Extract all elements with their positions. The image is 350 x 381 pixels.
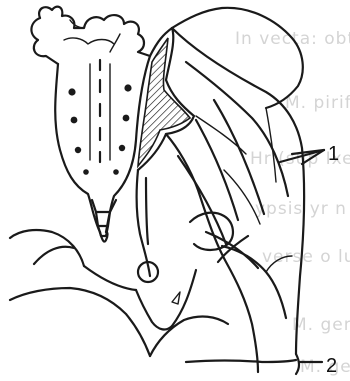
ischium-pubis xyxy=(10,230,228,356)
show-through-line: M. gemellus superior xyxy=(292,315,350,335)
piriformis-muscle xyxy=(137,28,194,276)
show-through-line: M. gemellus inferior the xyxy=(300,357,350,377)
sacrum xyxy=(31,7,150,242)
show-through-line: verse o lum egh xyxy=(262,247,350,267)
show-through-line: M. piriformis (m. piri xyxy=(285,93,350,113)
show-through-line: ypsis yr n s a ctus xyxy=(255,199,350,219)
label-2: 2 xyxy=(326,355,337,377)
ilium-outline xyxy=(166,8,304,372)
gluteus-maximus-lower-contour xyxy=(186,354,299,374)
label-1: 1 xyxy=(328,143,339,165)
